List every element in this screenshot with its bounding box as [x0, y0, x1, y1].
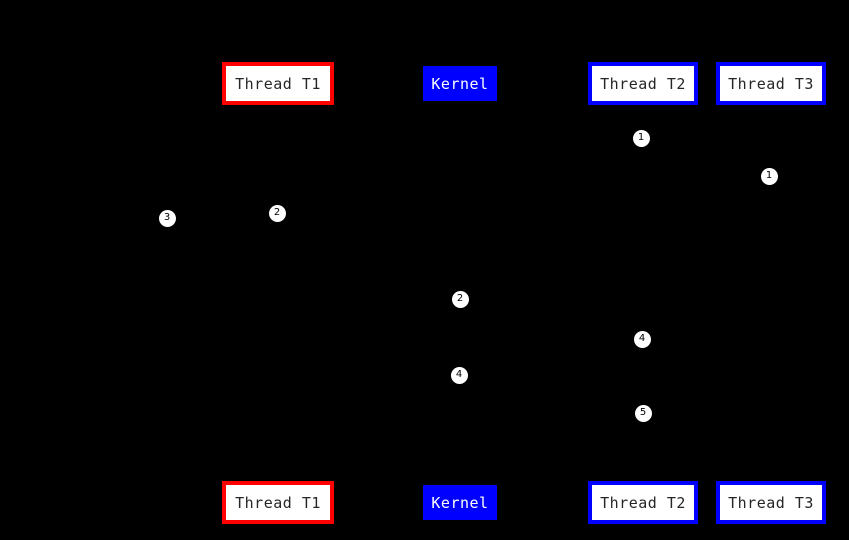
sequence-number-badge: 1: [632, 129, 650, 147]
participant-box-t1-top: Thread T1: [222, 62, 334, 105]
participant-box-t2-bottom: Thread T2: [588, 481, 698, 524]
lifeline-t3: [771, 105, 772, 481]
participant-label: Thread T1: [235, 74, 321, 93]
message-arrow: [278, 223, 279, 224]
participant-box-t3-top: Thread T3: [716, 62, 826, 105]
participant-label: Thread T2: [600, 493, 686, 512]
participant-box-t1-bottom: Thread T1: [222, 481, 334, 524]
participant-label: Thread T1: [235, 493, 321, 512]
sequence-number-badge: 2: [451, 290, 469, 308]
participant-label: Kernel: [431, 493, 489, 512]
participant-label: Kernel: [431, 74, 489, 93]
lifeline-t2: [643, 105, 644, 481]
sequence-number-badge: 2: [268, 204, 286, 222]
message-arrow: [460, 309, 461, 310]
participant-box-kernel-top: Kernel: [423, 66, 497, 101]
participant-label: Thread T3: [728, 493, 814, 512]
message-arrow: [643, 423, 644, 424]
participant-box-t3-bottom: Thread T3: [716, 481, 826, 524]
message-arrow: [771, 186, 772, 187]
sequence-number-badge: 4: [633, 330, 651, 348]
participant-label: Thread T3: [728, 74, 814, 93]
message-arrow: [460, 385, 461, 386]
lifeline-t1: [278, 105, 279, 481]
message-arrow: [643, 148, 644, 149]
participant-label: Thread T2: [600, 74, 686, 93]
message-arrow: [643, 349, 644, 350]
participant-box-kernel-bottom: Kernel: [423, 485, 497, 520]
sequence-number-badge: 1: [760, 167, 778, 185]
sequence-number-badge: 4: [450, 366, 468, 384]
message-arrow: [167, 226, 278, 227]
participant-box-t2-top: Thread T2: [588, 62, 698, 105]
sequence-number-badge: 3: [158, 209, 176, 227]
sequence-number-badge: 5: [634, 404, 652, 422]
